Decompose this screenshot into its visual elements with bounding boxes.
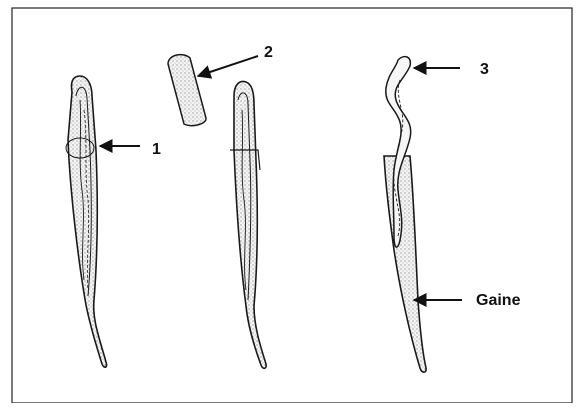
arrow-2: [198, 56, 258, 76]
larva-ensheathed: [66, 76, 107, 367]
larva-emerging: [384, 57, 426, 373]
label-3: 3: [480, 61, 489, 78]
label-sheath: Gaine: [476, 292, 521, 309]
detached-cap: [168, 55, 206, 126]
larva-opening: [230, 82, 266, 369]
label-1: 1: [152, 141, 161, 158]
label-2: 2: [264, 44, 273, 61]
